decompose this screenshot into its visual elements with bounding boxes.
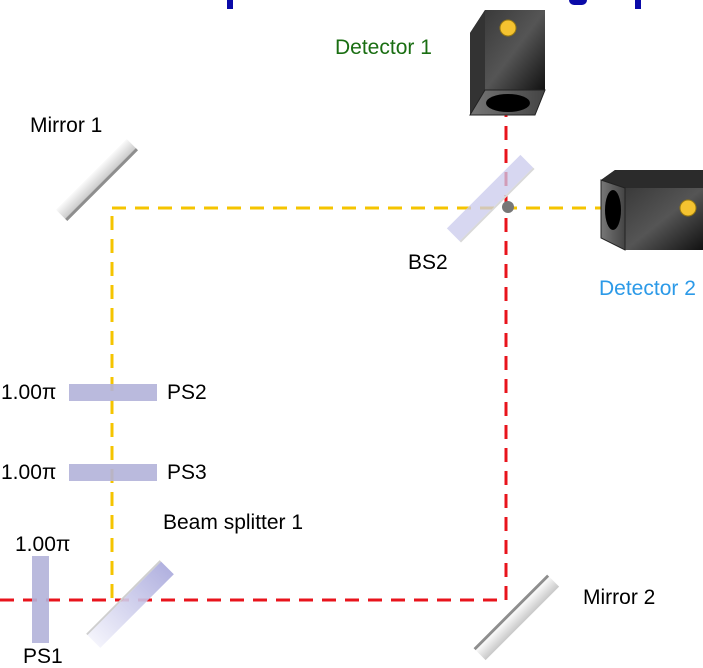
mirror-2[interactable]: [473, 574, 560, 661]
detector-2-indicator-icon: [679, 199, 697, 217]
ps2-label: PS2: [167, 381, 207, 404]
bs2-label: BS2: [408, 251, 448, 274]
title-fragment: [227, 0, 233, 9]
phase-shifter-ps3[interactable]: [69, 464, 157, 481]
detector-2-label: Detector 2: [599, 277, 696, 300]
detector-1-indicator-icon: [499, 19, 517, 37]
beam-splitter-2[interactable]: [446, 154, 535, 243]
title-fragment: [569, 0, 587, 5]
ps1-phase-value: 1.00π: [15, 533, 71, 556]
junction-dot: [502, 201, 514, 213]
ps3-label: PS3: [167, 461, 207, 484]
ps2-phase-value: 1.00π: [1, 381, 57, 404]
beam-splitter-1-label: Beam splitter 1: [163, 511, 304, 534]
mirror-1[interactable]: [55, 138, 139, 222]
detector-2[interactable]: [600, 170, 703, 251]
title-fragment: [635, 0, 641, 9]
detector-1[interactable]: [469, 10, 546, 116]
mirror-2-label: Mirror 2: [583, 586, 656, 609]
mirror-1-label: Mirror 1: [30, 114, 103, 137]
phase-shifter-ps2[interactable]: [69, 384, 157, 401]
detector-1-label: Detector 1: [335, 36, 432, 59]
ps1-label: PS1: [23, 645, 63, 668]
beam-path-yellow: [110, 206, 604, 598]
beam-path-red: [0, 112, 508, 602]
phase-shifter-ps1[interactable]: [32, 556, 49, 643]
ps3-phase-value: 1.00π: [1, 461, 57, 484]
beam-splitter-1[interactable]: [86, 560, 174, 648]
